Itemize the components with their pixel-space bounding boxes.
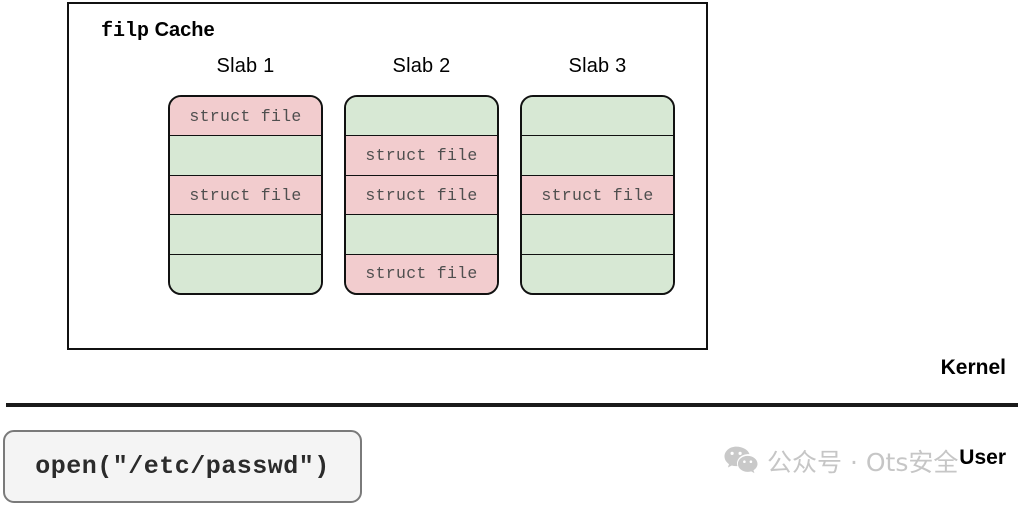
kernel-space-label: Kernel [940,356,1006,379]
page-title-sans-part: Cache [154,19,215,41]
watermark: 公众号 · Ots安全 [724,446,958,480]
slab-cell[interactable] [522,97,673,137]
slab-body-3: struct file [520,95,675,295]
slab-cell[interactable] [522,215,673,255]
wechat-icon [724,446,758,480]
filp-cache-container: filp Cache Slab 1 struct file struct fil… [67,2,708,350]
slab-body-2: struct file struct file struct file [344,95,499,295]
user-space-label: User [959,446,1006,469]
slab-label-3: Slab 3 [568,55,627,77]
slab-cell[interactable] [170,254,321,293]
slab-cell[interactable]: struct file [522,175,673,216]
slab-column-1: Slab 1 struct file struct file [168,56,323,295]
slab-cell[interactable]: struct file [346,136,497,176]
slab-list: Slab 1 struct file struct file Slab 2 st… [168,56,693,295]
slab-cell[interactable]: struct file [346,254,497,293]
slab-column-2: Slab 2 struct file struct file struct fi… [344,56,499,295]
slab-column-3: Slab 3 struct file [520,56,675,295]
slab-cell[interactable] [170,136,321,176]
page-title-mono-part: filp [101,20,150,43]
watermark-text: 公众号 · Ots安全 [767,448,959,477]
syscall-open-label: open("/etc/passwd") [35,452,330,481]
slab-label-1: Slab 1 [216,55,275,77]
slab-cell[interactable] [346,215,497,255]
slab-cell[interactable] [522,254,673,293]
page-title: filp Cache [101,20,215,42]
slab-cell[interactable]: struct file [170,175,321,216]
slab-cell[interactable] [522,136,673,176]
slab-cell[interactable]: struct file [346,175,497,216]
slab-cell[interactable] [170,215,321,255]
slab-cell[interactable]: struct file [170,97,321,137]
slab-label-2: Slab 2 [392,55,451,77]
syscall-open-box[interactable]: open("/etc/passwd") [3,430,362,503]
slab-body-1: struct file struct file [168,95,323,295]
slab-cell[interactable] [346,97,497,137]
kernel-user-divider [6,403,1018,407]
